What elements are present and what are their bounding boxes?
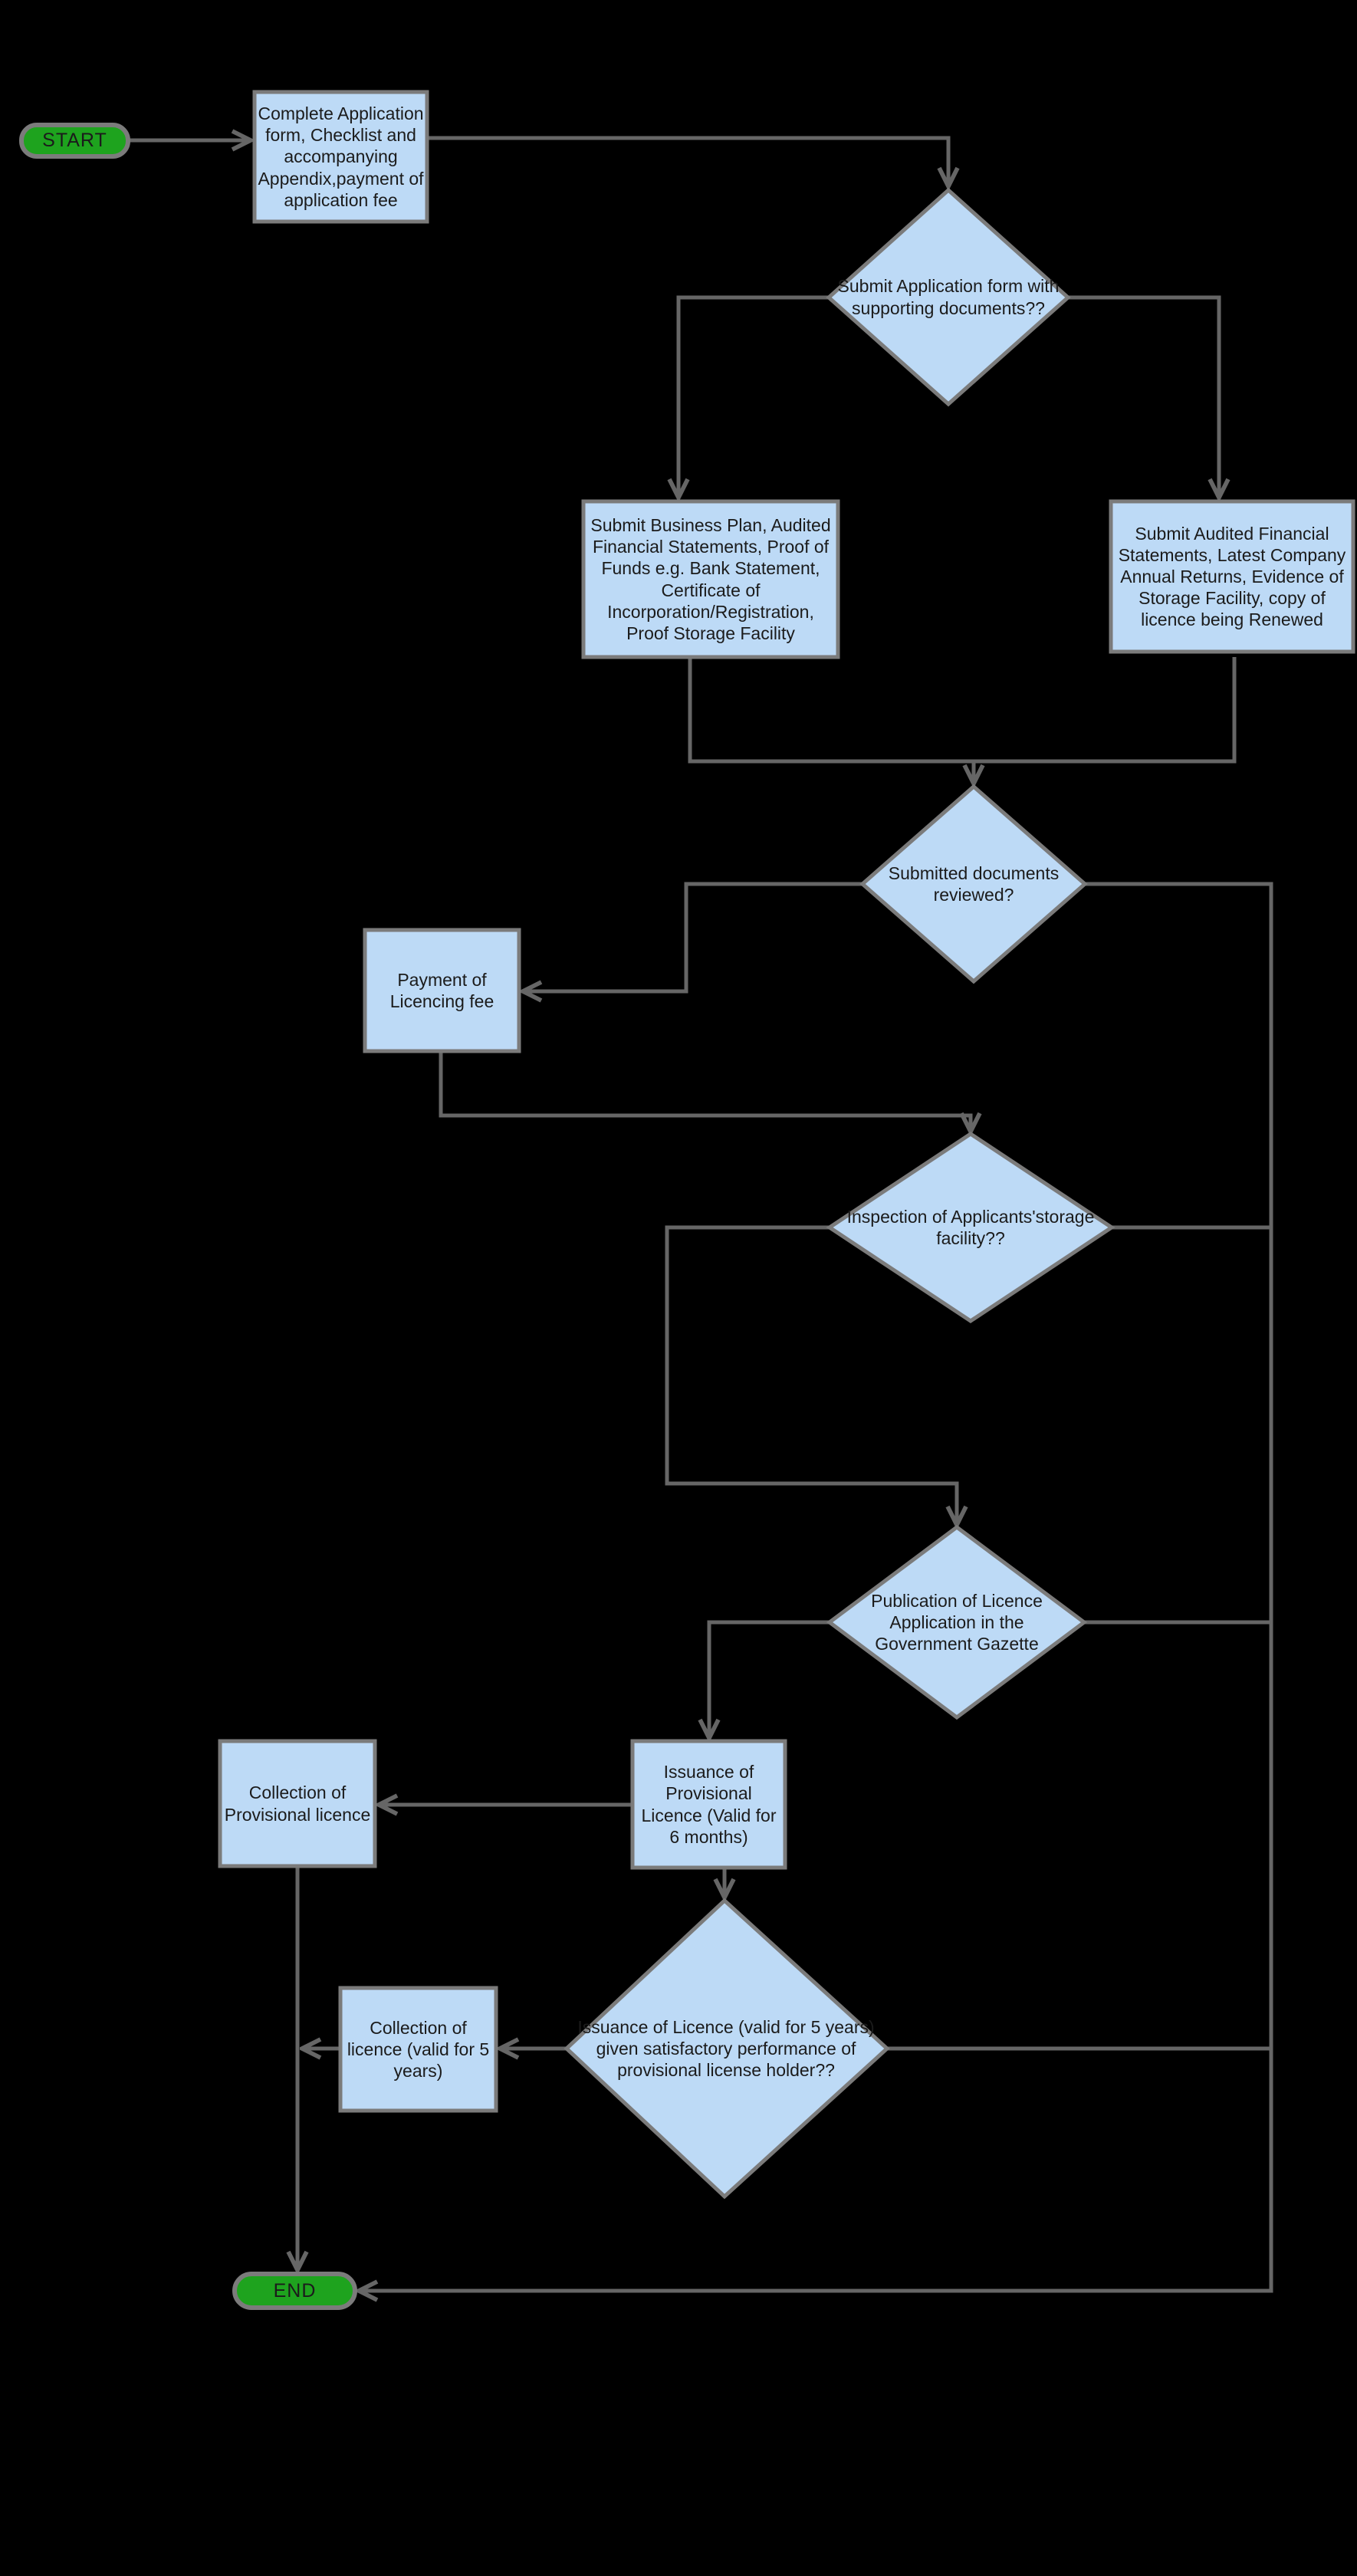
collection-licence-box [338, 1986, 498, 2113]
connector-merge-bar [688, 657, 1237, 764]
payment-of-fee-box [363, 928, 521, 1053]
connector-submit-decision-to-business-plan [678, 295, 829, 495]
end-terminal [232, 2272, 357, 2310]
complete-application-box [252, 90, 429, 224]
submit-audited-financials-box [1109, 499, 1355, 654]
issuance-provisional-box [630, 1739, 787, 1870]
connector-submit-decision-to-audited-financials [1068, 295, 1219, 495]
connector-publication-to-issuance-provisional [709, 1620, 830, 1736]
inspection-decision-diamond [826, 1132, 1116, 1323]
documents-reviewed-decision-diamond [859, 784, 1088, 984]
connector-payment-to-inspection [439, 1051, 971, 1129]
submit-business-plan-box [581, 499, 840, 659]
connector-documents-reviewed-to-payment [525, 882, 863, 991]
collection-provisional-box [218, 1739, 377, 1868]
start-terminal [19, 123, 130, 159]
connector-inspection-to-publication [665, 1225, 957, 1523]
connector-complete-application-to-submit-decision [427, 136, 948, 184]
publication-decision-diamond [826, 1524, 1088, 1720]
connector-right-rail-to-end [361, 882, 1273, 2291]
issuance-licence-decision-diamond [564, 1898, 890, 2200]
submit-application-decision-diamond [826, 187, 1071, 407]
